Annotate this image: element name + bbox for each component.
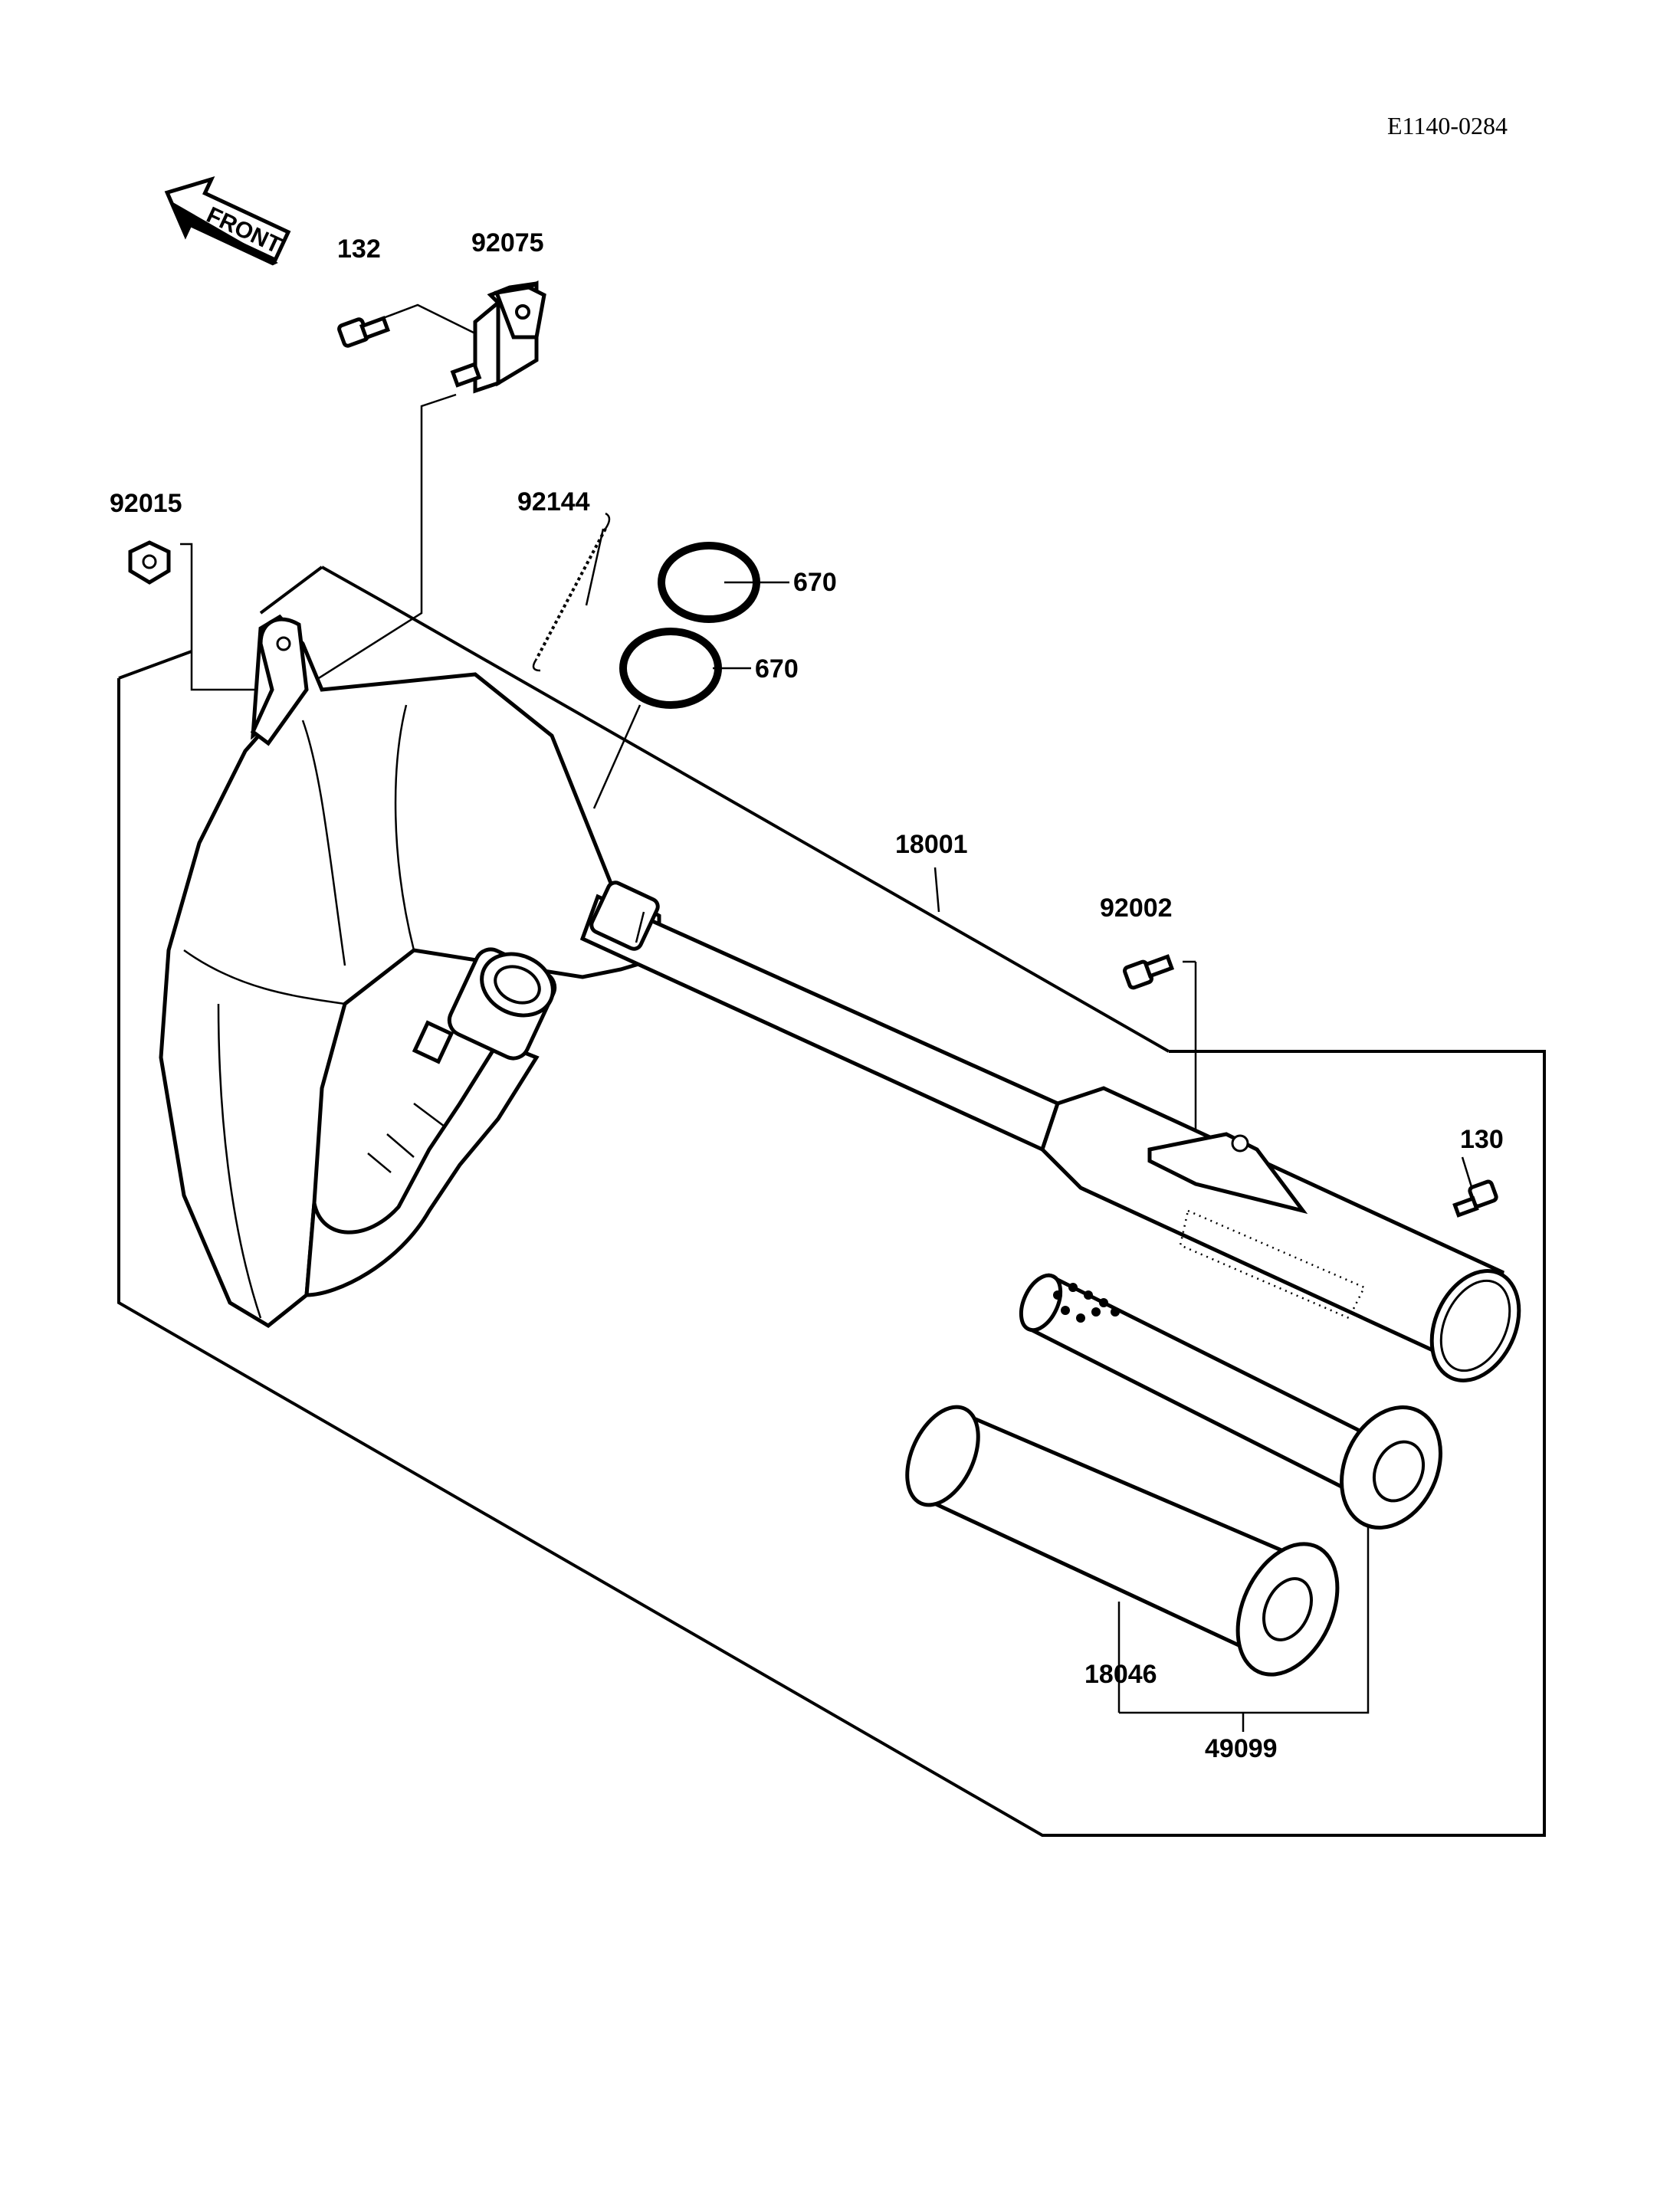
front-arrow-icon: FRONT: [164, 176, 291, 266]
part-ref-92015: 92015: [110, 489, 182, 518]
part-ref-132: 132: [337, 234, 381, 264]
part-ref-18001: 18001: [895, 830, 968, 859]
part-ref-18046: 18046: [1084, 1660, 1157, 1689]
leader-lines: [180, 303, 1477, 1732]
silencer-body: [1040, 1086, 1521, 1382]
nut-92015: [128, 540, 171, 585]
perforated-core-49099: [1019, 1273, 1442, 1530]
spring-92144: [532, 512, 611, 672]
part-ref-670-bottom: 670: [755, 654, 799, 684]
assembly-frame: [117, 566, 1546, 1837]
part-ref-92002: 92002: [1100, 894, 1173, 923]
o-ring-670-top: [658, 542, 760, 623]
part-ref-92144: 92144: [517, 487, 590, 516]
part-ref-49099: 49099: [1205, 1734, 1278, 1763]
packing-18046: [905, 1405, 1340, 1677]
rubber-mount-92075: [450, 280, 546, 394]
part-ref-670-top: 670: [793, 568, 837, 597]
part-ref-130: 130: [1460, 1125, 1504, 1154]
bolt-130: [1452, 1179, 1498, 1218]
o-ring-670-bottom: [619, 628, 722, 709]
drawing-id: E1140-0284: [1387, 112, 1508, 139]
part-ref-92075: 92075: [471, 228, 544, 257]
expansion-chamber-18001: [159, 614, 1061, 1329]
bolt-132: [337, 316, 391, 348]
bolt-92002: [1123, 954, 1175, 990]
